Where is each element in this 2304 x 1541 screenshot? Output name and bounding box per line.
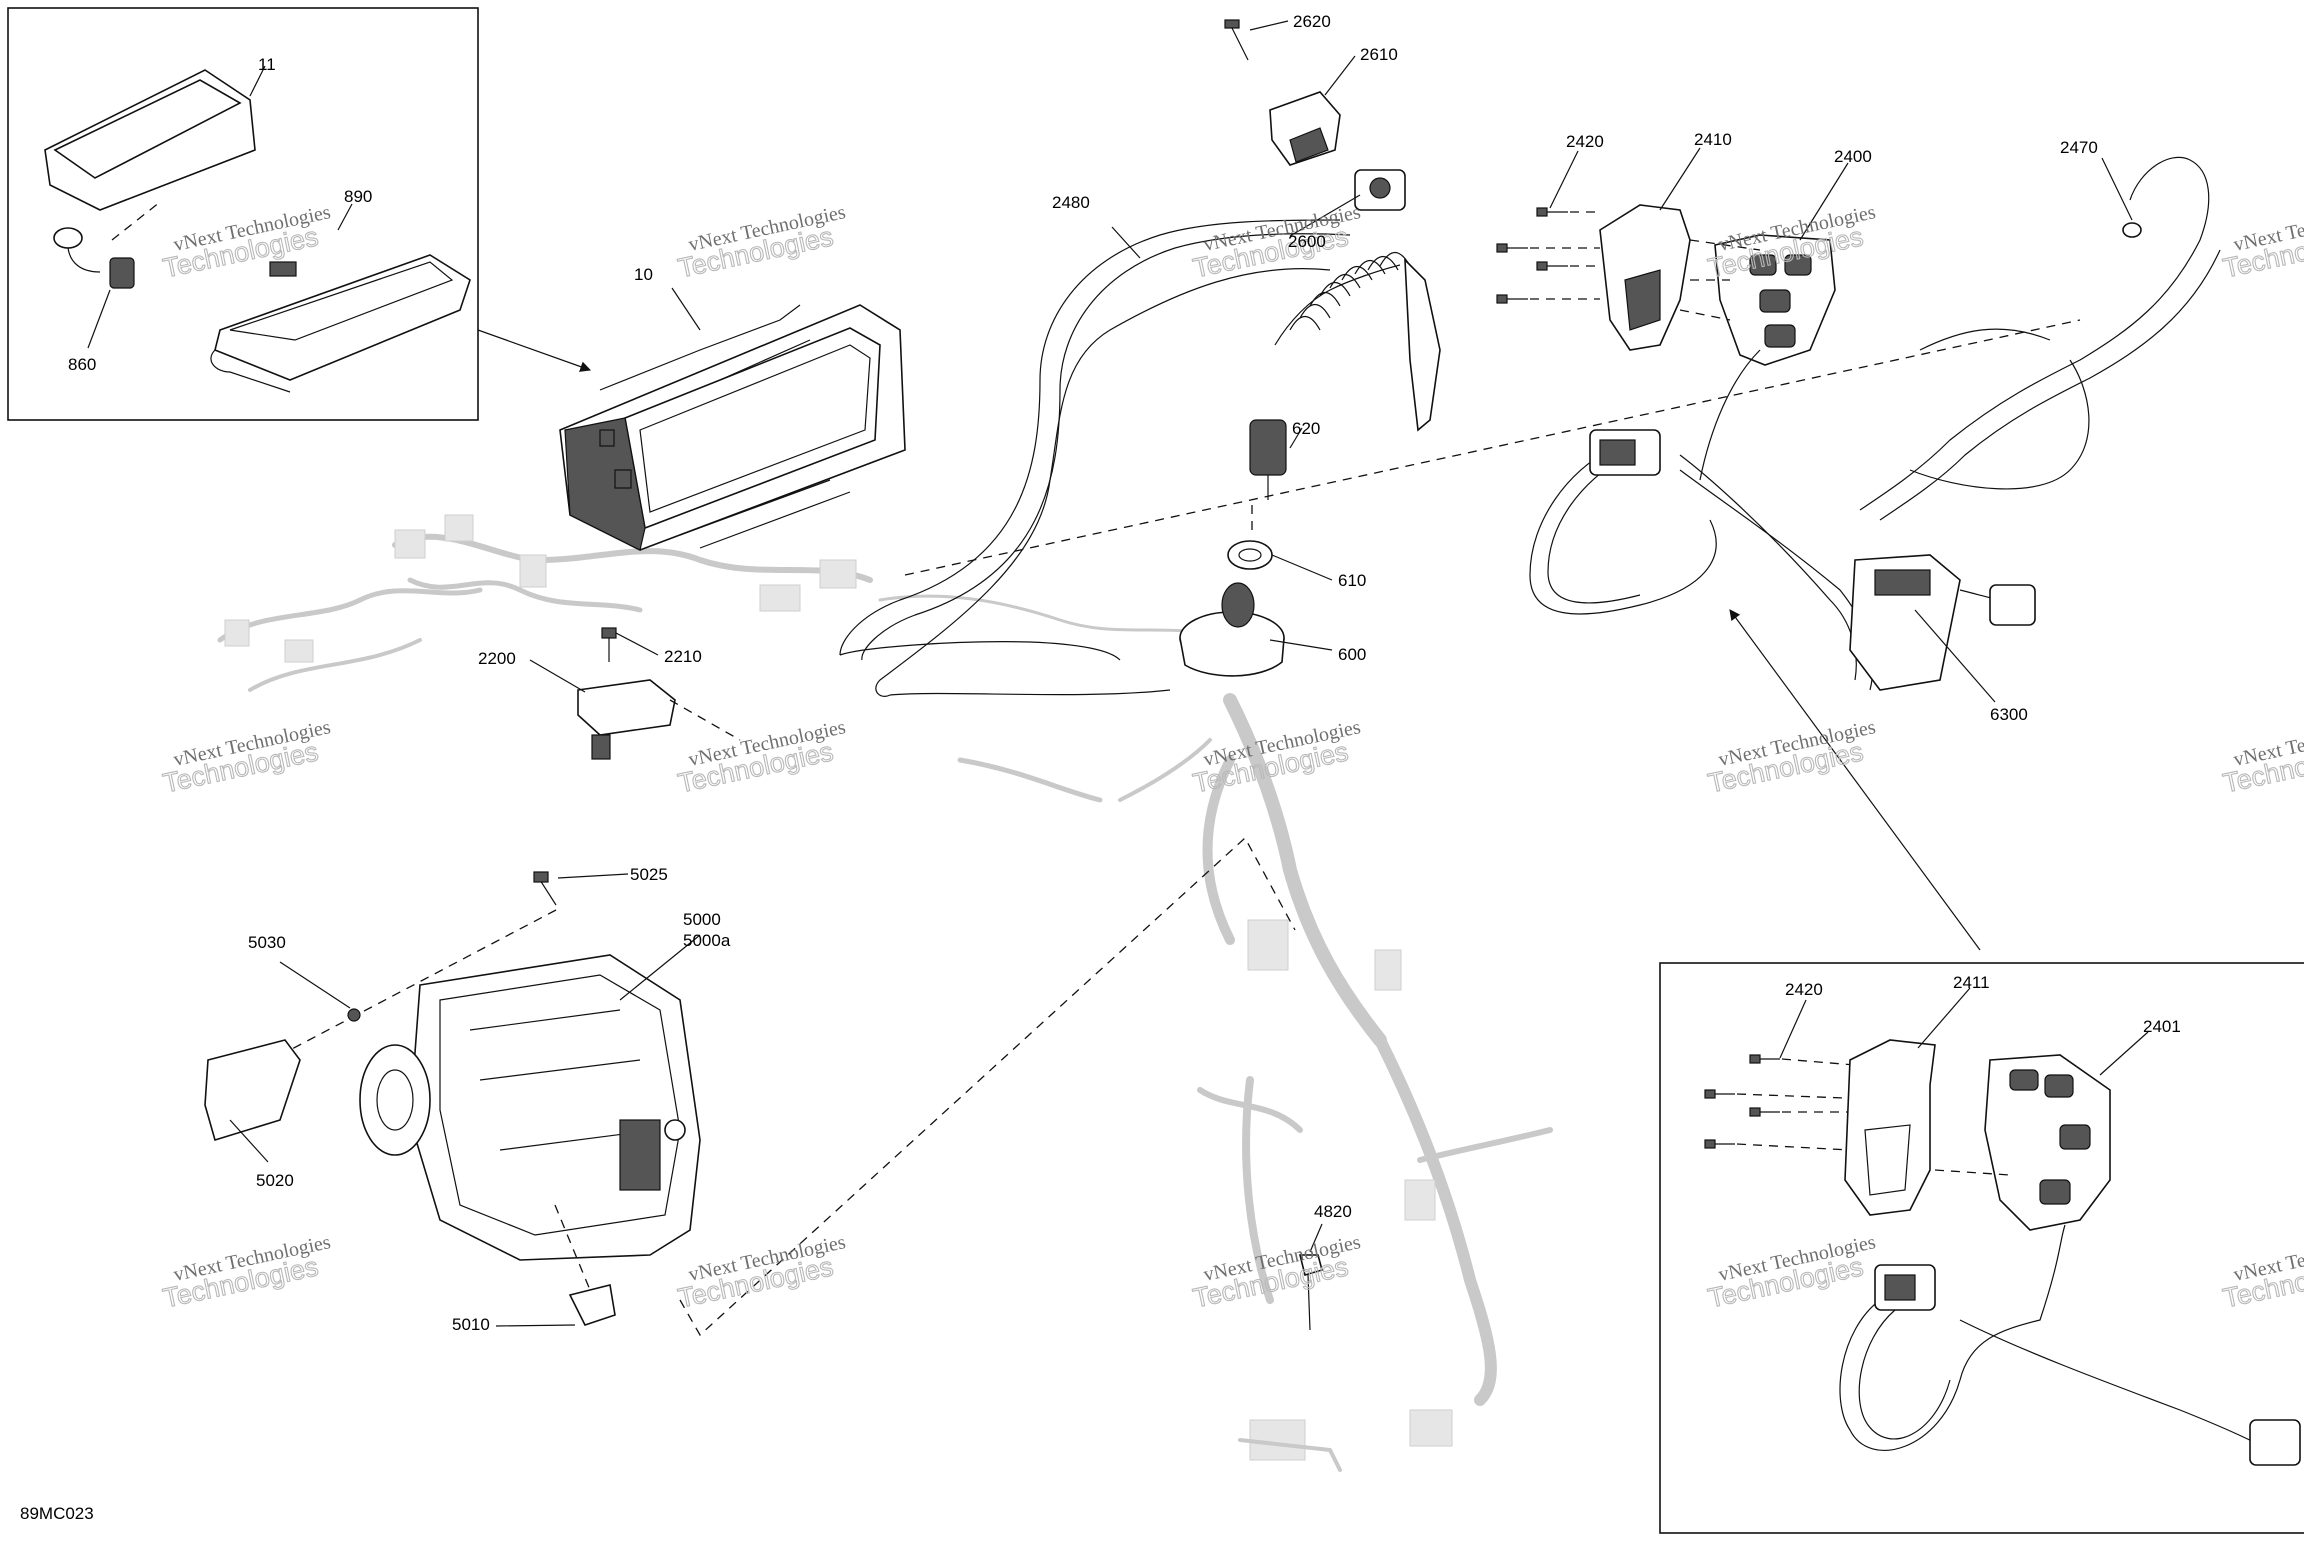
nut-4820 — [1298, 1254, 1323, 1331]
label-620: 620 — [1292, 419, 1320, 438]
label-2411: 2411 — [1953, 973, 1990, 992]
label-5020: 5020 — [256, 1171, 294, 1190]
label-5000a: 5000a — [683, 931, 731, 950]
label-5025: 5025 — [630, 865, 668, 884]
label-6300: 6300 — [1990, 705, 2028, 724]
leader-lines — [87, 20, 2149, 1327]
sensor-assembly — [577, 627, 741, 760]
label-11: 11 — [258, 55, 276, 74]
label-5000: 5000 — [683, 910, 721, 929]
label-4820: 4820 — [1314, 1202, 1352, 1221]
tubes-and-cables — [839, 219, 1351, 697]
label-860: 860 — [68, 355, 96, 374]
key-switch-assembly — [1179, 19, 1441, 677]
label-2210: 2210 — [664, 647, 702, 666]
inset-box-switch-variant — [1659, 962, 2304, 1534]
label-2470: 2470 — [2060, 138, 2098, 157]
label-600: 600 — [1338, 645, 1366, 664]
label-890: 890 — [344, 187, 372, 206]
label-2200: 2200 — [478, 649, 516, 668]
label-2420-top: 2420 — [1566, 132, 1604, 151]
ghost-vehicle-structure — [217, 514, 1553, 1472]
main-display-cluster — [559, 304, 906, 551]
label-2620: 2620 — [1293, 12, 1331, 31]
label-2420-inset: 2420 — [1785, 980, 1823, 999]
label-610: 610 — [1338, 571, 1366, 590]
diagram-code: 89MC023 — [20, 1504, 94, 1523]
label-2480: 2480 — [1052, 193, 1090, 212]
part-labels: 11 890 860 10 2620 2610 2600 2480 620 61… — [20, 12, 2181, 1523]
handlebar-switch-assembly — [904, 156, 2221, 691]
label-10: 10 — [634, 265, 653, 284]
label-2410: 2410 — [1694, 130, 1732, 149]
label-2610: 2610 — [1360, 45, 1398, 64]
label-2401: 2401 — [2143, 1017, 2181, 1036]
label-2400: 2400 — [1834, 147, 1872, 166]
label-2600: 2600 — [1288, 232, 1326, 251]
ecu-assembly — [204, 836, 1296, 1337]
label-5010: 5010 — [452, 1315, 490, 1334]
label-5030: 5030 — [248, 933, 286, 952]
inset-box-display-variant — [7, 7, 479, 421]
